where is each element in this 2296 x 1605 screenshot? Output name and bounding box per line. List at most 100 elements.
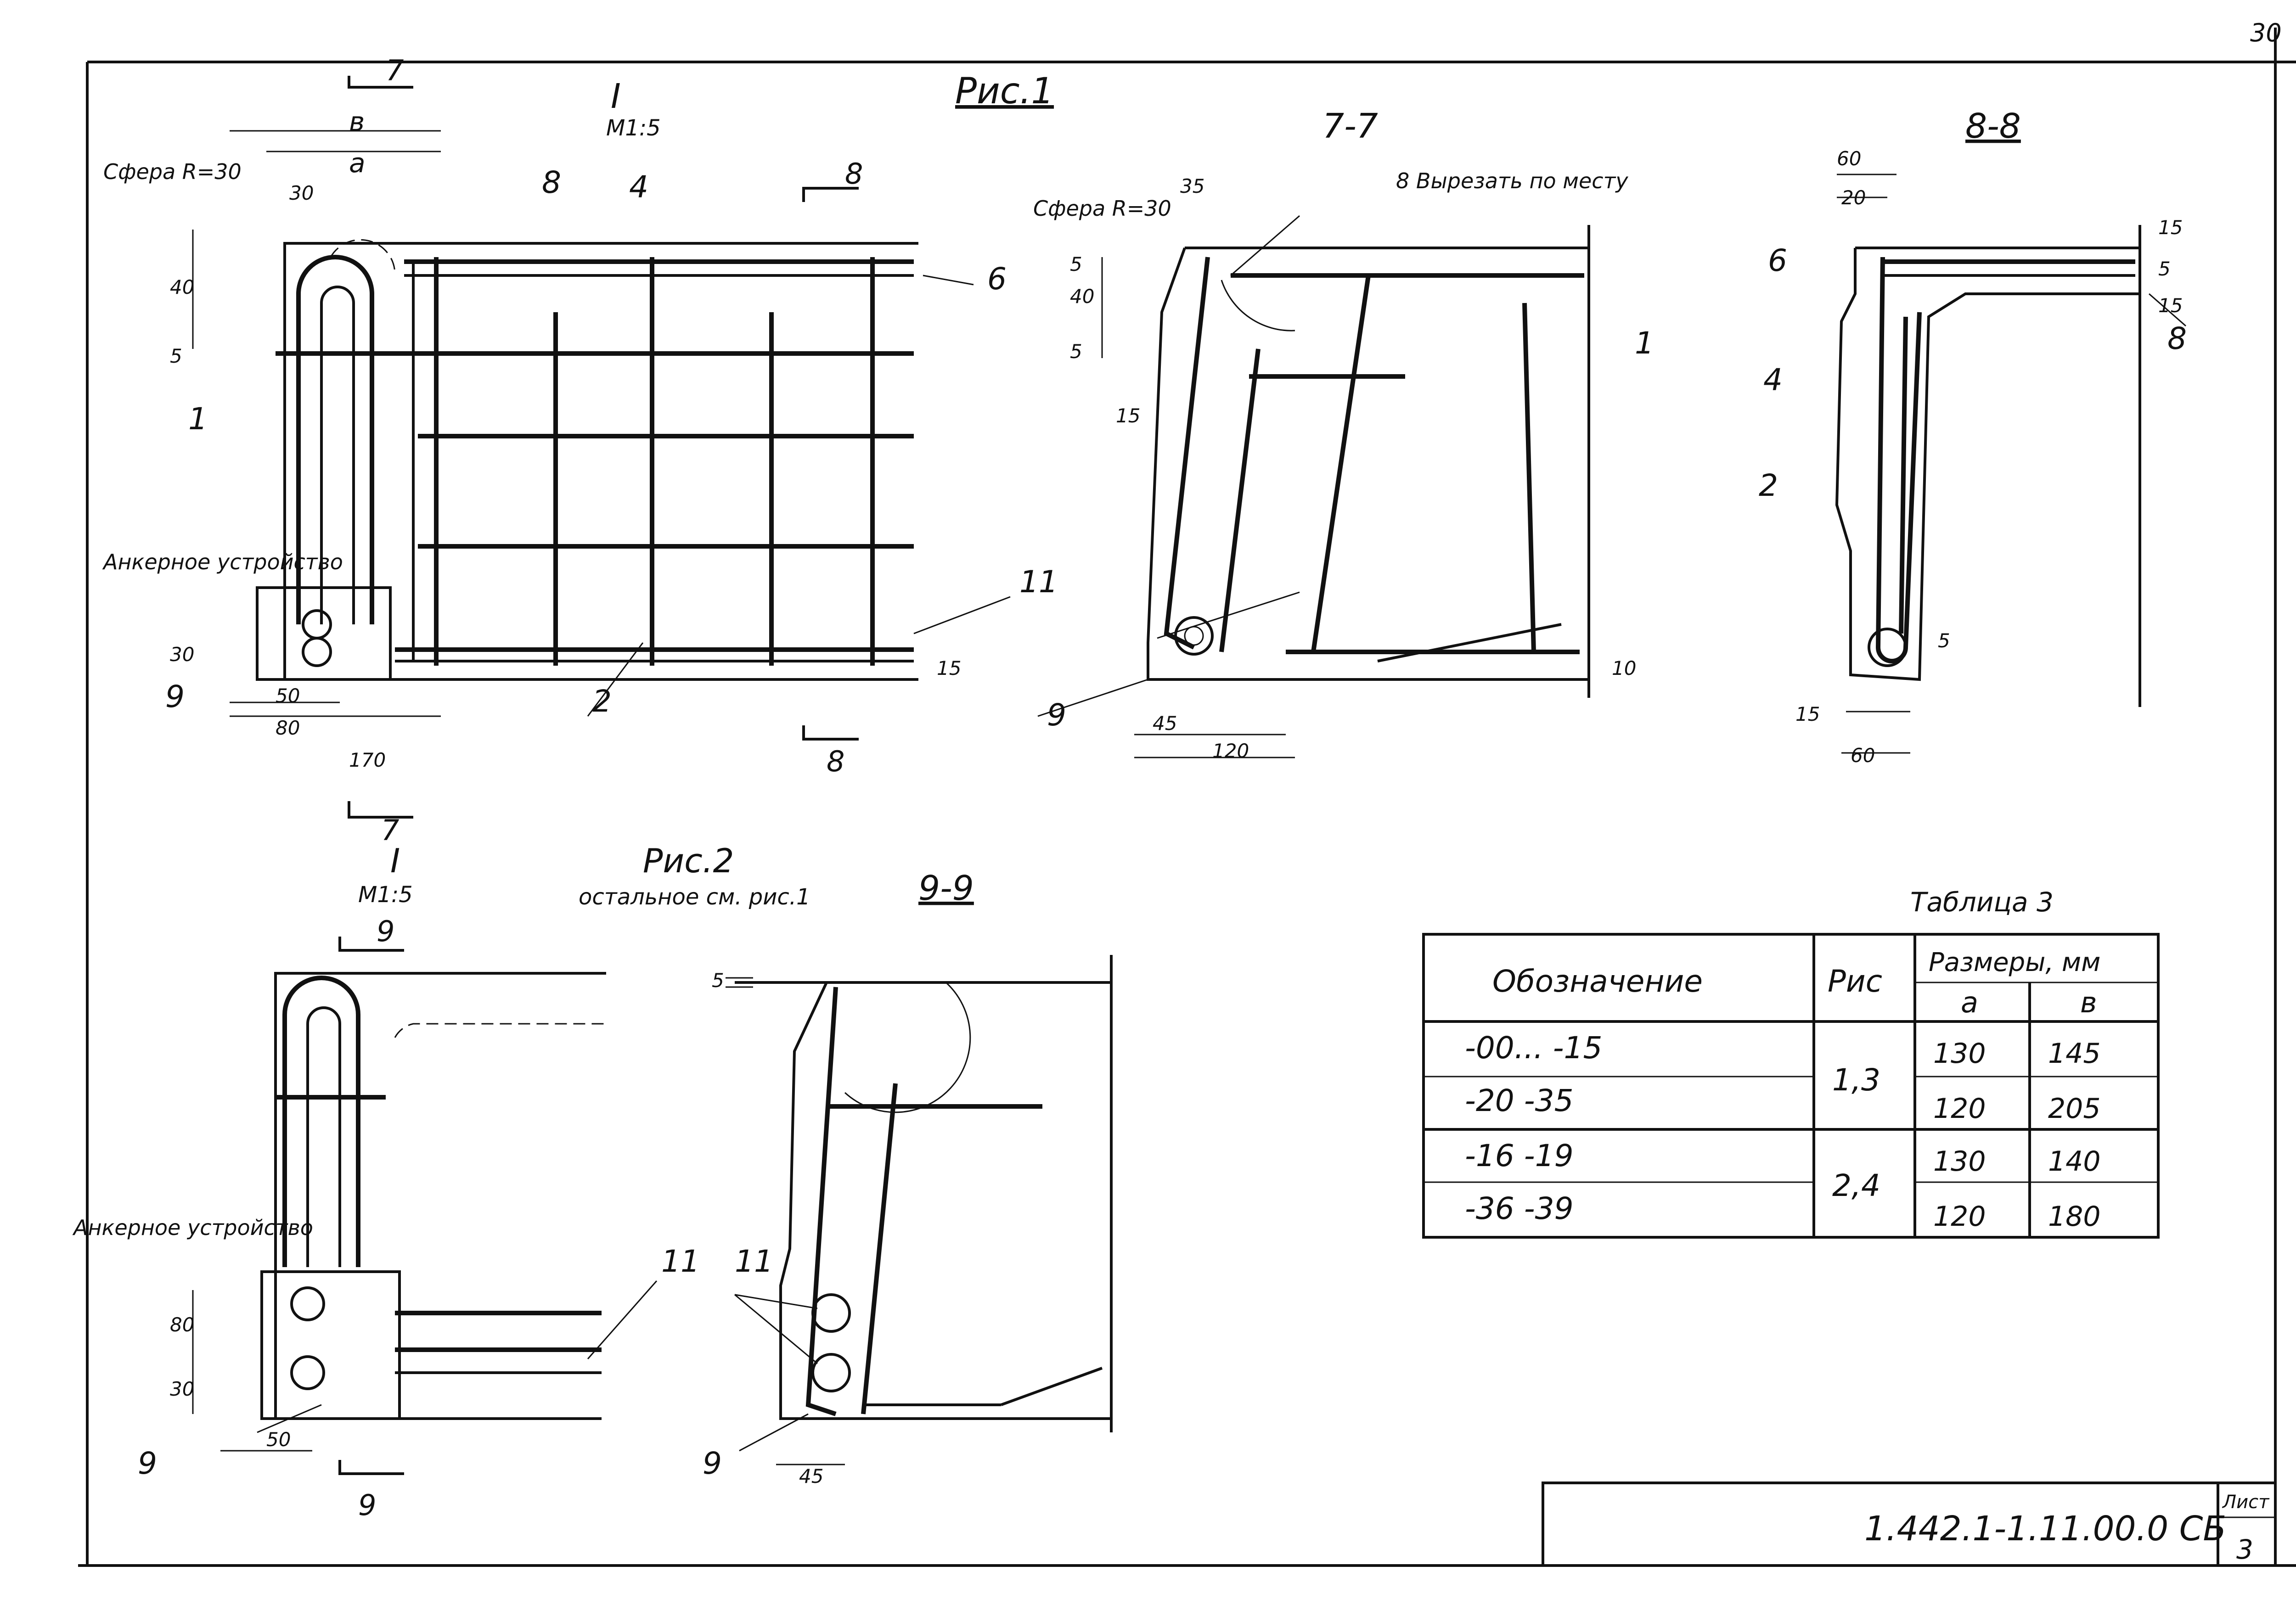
fig2-dim-30: 30 — [170, 1378, 194, 1400]
fig1-node-scale: М1:5 — [606, 115, 661, 141]
sec88-dim-20: 20 — [1841, 186, 1866, 209]
fig1-callout-1: 1 — [188, 401, 208, 437]
table3-row3-a: 130 — [1933, 1145, 1986, 1178]
sheet-label: Лист — [2222, 1492, 2270, 1513]
fig2-section-mark-9-top: 9 — [377, 915, 394, 948]
sec77-dim-5b: 5 — [1070, 340, 1082, 363]
fig2-anchor-label: Анкерное устройство — [72, 1215, 313, 1240]
fig2-dim-50: 50 — [266, 1428, 291, 1451]
table3-row4-a: 120 — [1933, 1201, 1986, 1233]
sec77-callout-1: 1 — [1635, 325, 1654, 361]
sec99-drawing — [726, 955, 1113, 1465]
table3-row4-b: 180 — [2048, 1201, 2101, 1233]
fig1-dim-15: 15 — [937, 657, 961, 679]
fig1-section-mark-8-bottom: 8 — [827, 745, 844, 778]
fig1-dim-40: 40 — [170, 276, 194, 298]
sec88-dim-60: 60 — [1837, 147, 1861, 170]
table3-header-designation: Обозначение — [1492, 964, 1703, 999]
fig1-drawing — [192, 76, 1011, 819]
table3-row1-b: 145 — [2048, 1038, 2101, 1070]
sec99-title: 9-9 — [918, 869, 974, 908]
sec88-dim-15-bottom: 15 — [1795, 703, 1820, 725]
table3-caption: Таблица 3 — [1910, 887, 2054, 918]
fig1-section-mark-7-bottom: 7 — [381, 814, 399, 847]
table3-row3-designation: -16 -19 — [1465, 1138, 1574, 1173]
table3-subheader-b: в — [2080, 986, 2097, 1019]
sec77-callout-9: 9 — [1047, 697, 1066, 733]
fig1-callout-8: 8 — [542, 165, 561, 200]
sec88-dim-15-side: 15 — [2158, 294, 2183, 317]
sec88-callout-4: 4 — [1763, 362, 1783, 398]
fig1-section-mark-8-top: 8 — [845, 157, 863, 191]
table3-row2-designation: -20 -35 — [1465, 1083, 1574, 1118]
fig1-dim-b: в — [349, 106, 365, 137]
table3-row4-designation: -36 -39 — [1465, 1191, 1574, 1226]
sec88-callout-8: 8 — [2167, 321, 2187, 356]
table3-row2-b: 205 — [2048, 1093, 2101, 1125]
fig2-section-mark-9-bottom: 9 — [358, 1488, 376, 1522]
sec88-title: 8-8 — [1965, 107, 2021, 146]
sec77-drawing — [1037, 215, 1590, 758]
table3-fig-group-1: 1,3 — [1832, 1062, 1880, 1098]
table3-row1-a: 130 — [1933, 1038, 1986, 1070]
fig1-callout-2: 2 — [592, 684, 612, 719]
fig1-node-label: I — [611, 77, 621, 116]
fig2-drawing — [192, 937, 658, 1475]
table3 — [1422, 933, 2160, 1239]
sec77-dim-15: 15 — [1116, 404, 1140, 427]
fig2-dim-80: 80 — [170, 1313, 194, 1336]
sec77-dim-10: 10 — [1612, 657, 1636, 679]
fig1-anchor-label: Анкерное устройство — [102, 550, 343, 574]
sec77-dim-40: 40 — [1070, 285, 1094, 308]
fig1-callout-4: 4 — [629, 169, 648, 205]
sec77-dim-5: 5 — [1070, 253, 1082, 275]
fig1-sphere-note: Сфера R=30 — [103, 159, 242, 184]
fig2-node-scale: М1:5 — [358, 882, 413, 908]
sec77-dim-35: 35 — [1180, 175, 1204, 197]
fig1-dim-30: 30 — [289, 182, 314, 204]
table3-row3-b: 140 — [2048, 1145, 2101, 1178]
table3-header-dims: Размеры, мм — [1929, 948, 2100, 977]
sec88-drawing — [1835, 174, 2186, 754]
sheet-frame — [78, 28, 2296, 1567]
sec88-dim-60-bottom: 60 — [1851, 744, 1875, 767]
sec77-title: 7-7 — [1322, 107, 1378, 146]
fig2-subtitle: остальное см. рис.1 — [579, 884, 810, 910]
fig1-dim-30b: 30 — [170, 643, 194, 666]
sec77-sphere-note: Сфера R=30 — [1033, 196, 1171, 221]
sec77-dim-120: 120 — [1212, 740, 1249, 762]
sec88-dim-15-top: 15 — [2158, 216, 2183, 239]
sec99-callout-11: 11 — [735, 1244, 773, 1279]
table3-row1-designation: -00... -15 — [1465, 1030, 1603, 1066]
fig2-title: Рис.2 — [643, 842, 734, 880]
sec99-callout-9: 9 — [703, 1446, 722, 1481]
table3-fig-group-2: 2,4 — [1832, 1168, 1880, 1203]
sec99-dim-5: 5 — [712, 969, 724, 992]
sec88-callout-2: 2 — [1759, 468, 1778, 503]
fig1-callout-6: 6 — [987, 261, 1007, 297]
sec77-callout-11: 11 — [1019, 564, 1058, 600]
table3-row2-a: 120 — [1933, 1093, 1986, 1125]
sec88-dim-5-top: 5 — [2158, 258, 2171, 280]
sec88-dim-5-bottom: 5 — [1938, 629, 1950, 652]
fig1-dim-5: 5 — [170, 345, 182, 367]
fig1-callout-11: 11 — [1019, 564, 1058, 600]
fig1-callout-9: 9 — [165, 679, 185, 714]
fig1-dim-170: 170 — [349, 749, 386, 771]
table3-subheader-a: а — [1961, 986, 1978, 1019]
sec88-callout-6: 6 — [1768, 243, 1787, 278]
document-code: 1.442.1-1.11.00.0 СБ — [1864, 1509, 2226, 1549]
fig2-callout-9: 9 — [138, 1446, 157, 1481]
fig1-title: Рис.1 — [955, 71, 1054, 112]
fig1-dim-80: 80 — [276, 717, 300, 739]
sec77-dim-45: 45 — [1153, 712, 1177, 735]
sheet-number: 3 — [2236, 1534, 2253, 1565]
fig2-callout-11: 11 — [661, 1244, 700, 1279]
fig1-section-mark-7-top: 7 — [386, 54, 404, 87]
page-number: 30 — [2250, 18, 2282, 47]
sec99-dim-45: 45 — [799, 1465, 823, 1487]
fig2-node-label: I — [390, 842, 400, 880]
fig1-dim-a: а — [349, 147, 366, 179]
